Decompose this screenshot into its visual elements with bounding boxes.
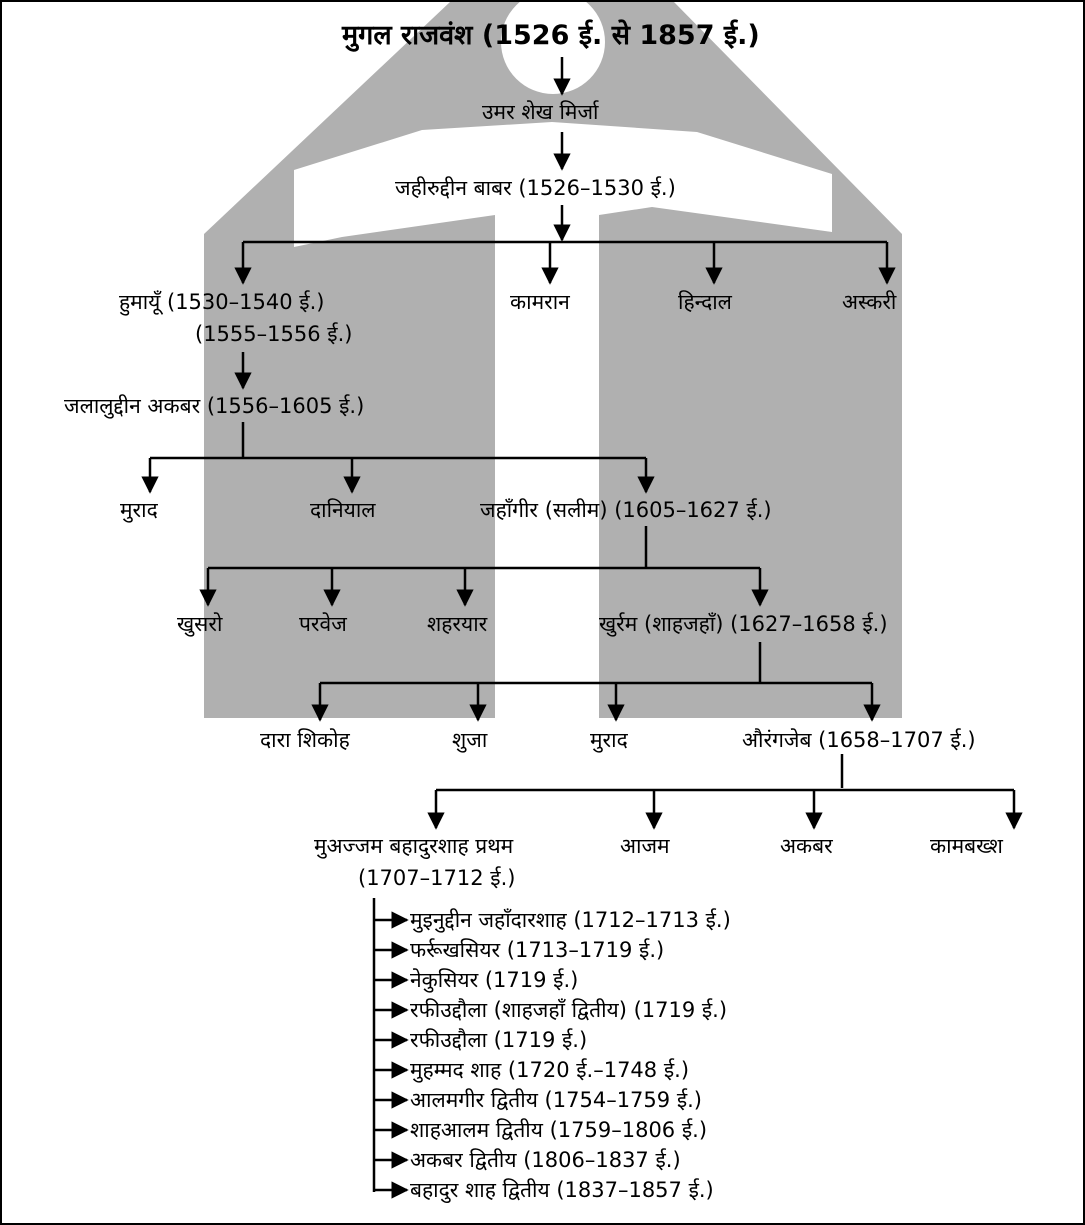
node-babur: जहीरुद्दीन बाबर (1526–1530 ई.) xyxy=(395,176,676,200)
successor-9: अकबर द्वितीय (1806–1837 ई.) xyxy=(410,1148,681,1172)
successor-7: आलमगीर द्वितीय (1754–1759 ई.) xyxy=(410,1088,702,1112)
successor-5: रफीउद्दौला (1719 ई.) xyxy=(410,1028,588,1052)
node-khusro: खुसरो xyxy=(177,612,223,636)
node-akbar-aurangzeb-son: अकबर xyxy=(780,834,833,858)
node-muazzam-reign: (1707–1712 ई.) xyxy=(358,866,516,890)
node-hindal: हिन्दाल xyxy=(678,290,732,314)
successor-1: मुइनुद्दीन जहाँदारशाह (1712–1713 ई.) xyxy=(410,908,731,932)
successor-2: फर्रूखसियर (1713–1719 ई.) xyxy=(410,938,665,962)
node-parvez: परवेज xyxy=(299,612,347,636)
successor-8: शाहआलम द्वितीय (1759–1806 ई.) xyxy=(410,1118,708,1142)
node-shuja: शुजा xyxy=(452,728,488,752)
background-circle xyxy=(501,2,605,94)
node-kamran: कामरान xyxy=(510,290,570,314)
successor-4: रफीउद्दौला (शाहजहाँ द्वितीय) (1719 ई.) xyxy=(410,998,728,1022)
node-dara-shikoh: दारा शिकोह xyxy=(260,728,350,752)
node-jahangir: जहाँगीर (सलीम) (1605–1627 ई.) xyxy=(480,498,772,522)
successor-10: बहादुर शाह द्वितीय (1837–1857 ई.) xyxy=(410,1178,714,1202)
node-askari: अस्करी xyxy=(842,290,897,314)
node-humayun-second-reign: (1555–1556 ई.) xyxy=(195,322,353,346)
node-daniyal: दानियाल xyxy=(310,498,376,522)
node-murad-shahjahan-son: मुराद xyxy=(590,728,628,752)
node-humayun: हुमायूँ (1530–1540 ई.) xyxy=(119,290,325,314)
successor-3: नेकुसियर (1719 ई.) xyxy=(410,968,579,992)
node-kambakhsh: कामबख्श xyxy=(930,834,1003,858)
node-murad-akbar-son: मुराद xyxy=(120,498,158,522)
diagram-title: मुगल राजवंश (1526 ई. से 1857 ई.) xyxy=(342,20,760,51)
background-shape xyxy=(204,2,902,718)
node-akbar: जलालुद्दीन अकबर (1556–1605 ई.) xyxy=(64,394,365,418)
node-azam: आजम xyxy=(620,834,670,858)
node-shahryar: शहरयार xyxy=(427,612,488,636)
node-muazzam: मुअज्जम बहादुरशाह प्रथम xyxy=(314,834,514,858)
successor-6: मुहम्मद शाह (1720 ई.–1748 ई.) xyxy=(410,1058,690,1082)
node-aurangzeb: औरंगजेब (1658–1707 ई.) xyxy=(742,728,976,752)
node-khurram: खुर्रम (शाहजहाँ) (1627–1658 ई.) xyxy=(599,612,888,636)
node-umar-shaikh-mirza: उमर शेख मिर्जा xyxy=(482,100,599,124)
